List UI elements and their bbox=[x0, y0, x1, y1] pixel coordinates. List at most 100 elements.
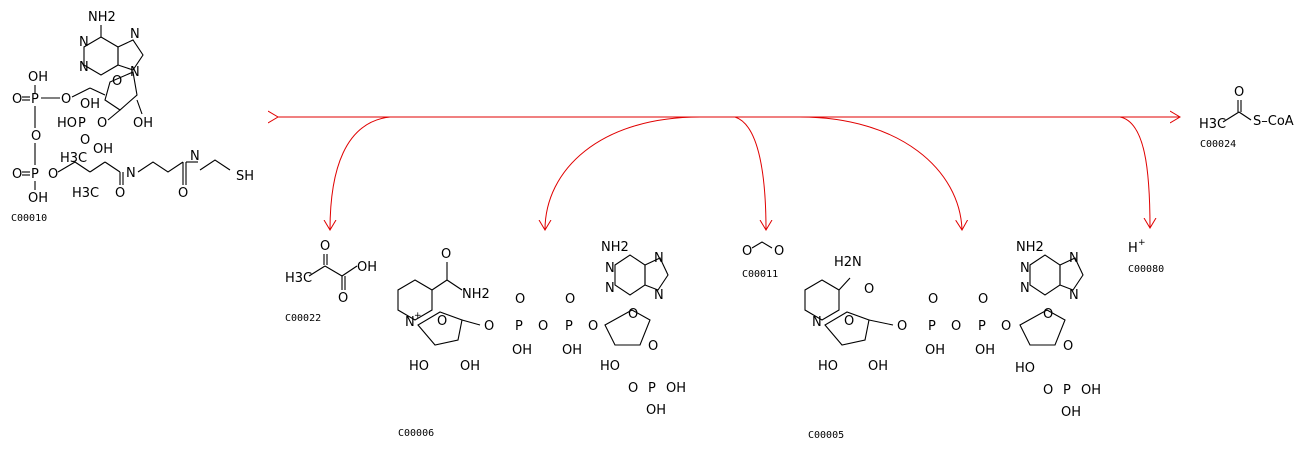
atom-label: O bbox=[320, 239, 330, 254]
atom-label: O bbox=[628, 307, 638, 322]
compound-id-label: C00022 bbox=[285, 313, 321, 324]
atom-label: O bbox=[61, 92, 71, 107]
proton-charge: + bbox=[1138, 238, 1146, 248]
atom-label: N bbox=[812, 315, 822, 330]
atom-label: OH bbox=[460, 359, 480, 374]
atom-label: N bbox=[405, 315, 415, 330]
atom-label: O bbox=[12, 167, 22, 182]
arrow-to-proton bbox=[1119, 116, 1150, 228]
atom-label: P bbox=[31, 92, 39, 107]
compound-id-label: C00010 bbox=[11, 213, 47, 224]
atom-label: O bbox=[97, 116, 107, 131]
atom-label: N bbox=[654, 288, 664, 303]
atom-label: OH bbox=[1081, 383, 1101, 398]
compound-nadp: N + O NH2 O HO OH O P O OH O P O OH O O … bbox=[397, 240, 686, 439]
atom-label: OH bbox=[868, 359, 888, 374]
compound-proton: H + C00080 bbox=[1128, 238, 1164, 275]
compound-acetyl-coa: O H3C S–CoA C00024 bbox=[1199, 85, 1294, 150]
atom-label: O bbox=[48, 167, 58, 182]
atom-label: O bbox=[441, 247, 451, 262]
atom-label: OH bbox=[133, 116, 153, 131]
atom-label: HO bbox=[409, 359, 429, 374]
atom-label: O bbox=[897, 319, 907, 334]
atom-label: HO bbox=[600, 359, 620, 374]
compound-coa: NH2 N N N N O O OH O P HO OH O OH O P O … bbox=[11, 10, 254, 224]
atom-label: O bbox=[951, 319, 961, 334]
atom-label: NH2 bbox=[88, 10, 116, 25]
atom-label: OH bbox=[28, 70, 48, 85]
atom-label: O bbox=[112, 74, 122, 89]
proton-label: H bbox=[1128, 241, 1138, 256]
atom-label: N bbox=[79, 60, 89, 75]
atom-label: OH bbox=[80, 97, 100, 112]
atom-label: N bbox=[605, 261, 615, 276]
atom-label: P bbox=[78, 116, 86, 131]
atom-label: H3C bbox=[1199, 117, 1226, 132]
atom-label: O bbox=[1234, 85, 1244, 100]
atom-label: SH bbox=[236, 169, 254, 184]
atom-label: O bbox=[742, 244, 752, 259]
atom-label: O bbox=[864, 282, 874, 297]
arrow-to-pyruvate bbox=[330, 116, 391, 230]
atom-label: OH bbox=[975, 343, 995, 358]
atom-label: OH bbox=[512, 343, 532, 358]
atom-label: N bbox=[1069, 251, 1079, 266]
atom-label: H3C bbox=[72, 186, 99, 201]
atom-label: O bbox=[1043, 307, 1053, 322]
atom-label: O bbox=[178, 186, 188, 201]
atom-label: N bbox=[1020, 281, 1030, 296]
atom-label: P bbox=[31, 167, 39, 182]
atom-label: NH2 bbox=[1016, 240, 1044, 255]
atom-label: P bbox=[515, 319, 523, 334]
atom-label: N bbox=[130, 27, 140, 42]
atom-label: HO bbox=[818, 359, 838, 374]
compound-id-label: C00005 bbox=[808, 430, 844, 441]
atom-label: OH bbox=[1061, 405, 1081, 420]
atom-label: N bbox=[130, 65, 140, 80]
atom-label: HO bbox=[57, 116, 77, 131]
atom-label: H3C bbox=[285, 271, 312, 286]
atom-label: O bbox=[1001, 319, 1011, 334]
charge-sign: + bbox=[414, 311, 422, 321]
atom-label: O bbox=[538, 319, 548, 334]
atom-label: OH bbox=[93, 142, 113, 157]
arrow-to-nadp bbox=[545, 116, 701, 230]
atom-label: O bbox=[565, 292, 575, 307]
atom-label: N bbox=[605, 281, 615, 296]
atom-label: O bbox=[588, 319, 598, 334]
atom-label: P bbox=[1063, 383, 1071, 398]
atom-label: O bbox=[484, 319, 494, 334]
atom-label: P bbox=[648, 381, 656, 396]
atom-label: H3C bbox=[60, 151, 87, 166]
atom-label: O bbox=[628, 381, 638, 396]
compound-id-label: C00080 bbox=[1128, 264, 1164, 275]
acetyl-coa-thioester-label: S–CoA bbox=[1253, 114, 1294, 129]
arrow-to-co2 bbox=[734, 116, 766, 230]
atom-label: O bbox=[774, 244, 784, 259]
atom-label: OH bbox=[666, 381, 686, 396]
atom-label: O bbox=[844, 314, 854, 329]
atom-label: O bbox=[978, 292, 988, 307]
compound-pyruvate: O H3C OH O C00022 bbox=[285, 239, 377, 324]
atom-label: O bbox=[12, 92, 22, 107]
atom-label: N bbox=[190, 149, 200, 164]
atom-label: O bbox=[437, 314, 447, 329]
atom-label: OH bbox=[925, 343, 945, 358]
atom-label: OH bbox=[646, 403, 666, 418]
compound-nadph: N H2N O O HO OH O P O OH O P O OH O O HO… bbox=[804, 240, 1101, 441]
compound-id-label: C00006 bbox=[398, 428, 434, 439]
reaction-arrows bbox=[278, 117, 1180, 230]
atom-label: O bbox=[31, 129, 41, 144]
atom-label: O bbox=[1043, 383, 1053, 398]
atom-label: O bbox=[648, 339, 658, 354]
arrow-to-nadph bbox=[799, 116, 962, 230]
atom-label: OH bbox=[357, 260, 377, 275]
atom-label: NH2 bbox=[601, 240, 629, 255]
atom-label: P bbox=[565, 319, 573, 334]
atom-label: O bbox=[515, 292, 525, 307]
atom-label: O bbox=[115, 186, 125, 201]
atom-label: N bbox=[126, 166, 136, 181]
atom-label: N bbox=[1020, 261, 1030, 276]
atom-label: OH bbox=[562, 343, 582, 358]
